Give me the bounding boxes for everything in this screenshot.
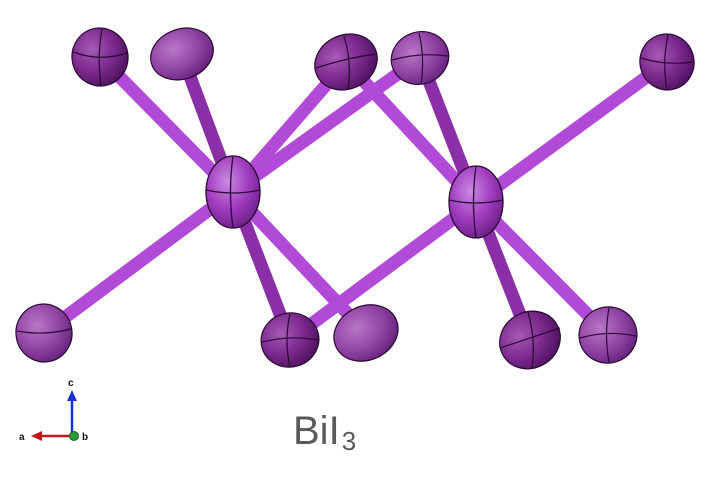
iodine-atom (499, 310, 561, 370)
iodine-atoms (15, 27, 695, 370)
bismuth-atom (205, 155, 261, 229)
iodine-atom (314, 33, 378, 91)
bond-bi2-i5 (286, 196, 480, 346)
axis-a-label: a (19, 432, 25, 443)
axis-a-arrowhead (31, 431, 42, 441)
axis-c-arrowhead (67, 390, 77, 401)
iodine-atom (260, 312, 320, 368)
axis-b-dot (69, 431, 79, 441)
formula-subscript: 3 (341, 426, 357, 456)
bond-bi1-i7 (228, 187, 371, 338)
bond-bi1-i4 (229, 52, 424, 198)
iodine-atom (150, 27, 214, 81)
iodine-atom (578, 306, 638, 364)
formula-base: BiI (293, 409, 340, 453)
iodine-atom (71, 27, 129, 87)
iodine-atom (390, 31, 450, 85)
axis-c-label: c (68, 378, 74, 389)
bismuth-atom (448, 165, 504, 239)
bonds-front (40, 52, 671, 346)
compound-formula: BiI3 (293, 409, 356, 454)
iodine-atom (639, 33, 695, 91)
bond-bi1-i6 (40, 186, 237, 339)
iodine-atom (333, 304, 399, 362)
axis-triad: c a b (19, 378, 88, 443)
bismuth-atoms (205, 155, 504, 239)
iodine-atom (15, 303, 73, 363)
axis-b-label: b (82, 432, 88, 443)
bond-bi1-i1 (95, 52, 238, 197)
bond-bi2-i9 (472, 56, 671, 208)
bond-bi2-i3 (341, 57, 481, 207)
